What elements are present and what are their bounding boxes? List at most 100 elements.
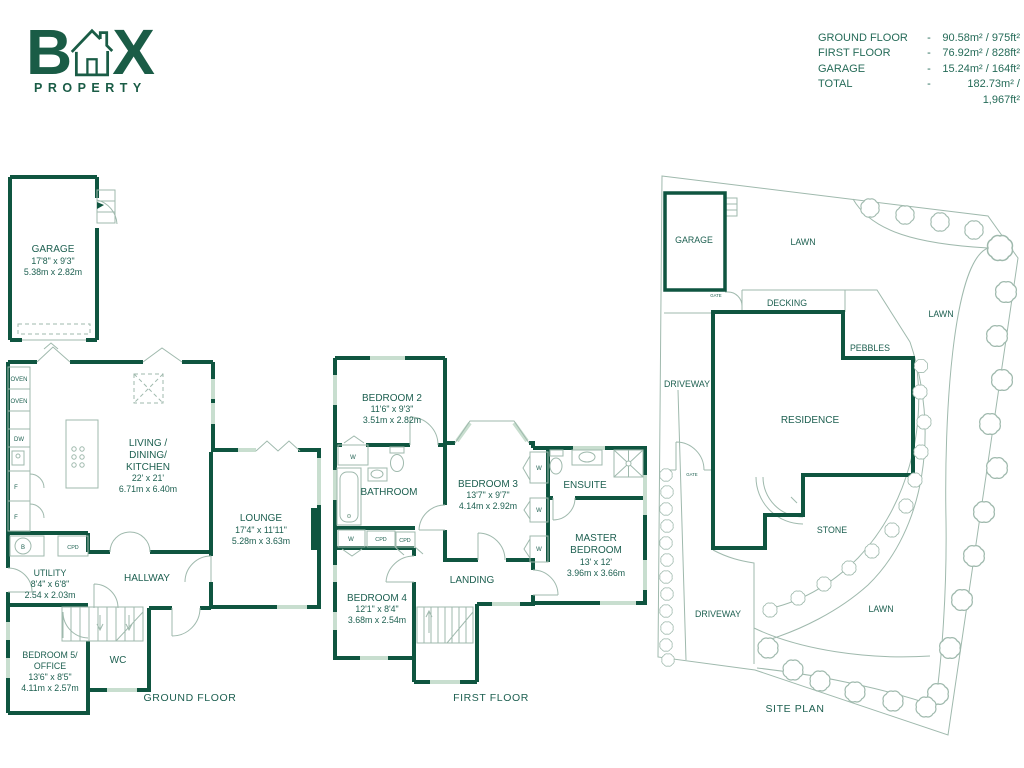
gf-doors xyxy=(7,531,212,639)
site-label-residence: RESIDENCE xyxy=(781,415,840,426)
room-label: BEDROOM xyxy=(570,545,622,556)
ff-wardrobes: W W W xyxy=(522,451,549,563)
site-caption: SITE PLAN xyxy=(765,703,824,715)
ensuite-fixtures xyxy=(549,449,644,478)
ff-cupboard-row: W CPD CPD xyxy=(337,529,424,557)
room-dims-m: 4.14m x 2.92m xyxy=(459,501,517,511)
wardrobe-label: W xyxy=(350,455,356,461)
room-dims-ft: 17'8" x 9'3" xyxy=(31,256,74,266)
site-label-lawn: LAWN xyxy=(928,309,953,319)
kitchen-island xyxy=(65,419,99,489)
sink-icon xyxy=(578,451,596,463)
room-label: BEDROOM 4 xyxy=(347,593,407,604)
room-label: GARAGE xyxy=(32,244,75,255)
area-row: GROUND FLOOR - 90.58m² / 975ft² xyxy=(818,31,1020,46)
site-residence-outline xyxy=(711,310,915,550)
area-row-label: TOTAL xyxy=(818,78,853,91)
logo-letter-x: X xyxy=(112,16,155,88)
floor-caption: GROUND FLOOR xyxy=(144,692,237,704)
appliance-label-dw: DW xyxy=(14,437,24,443)
room-label: WC xyxy=(110,655,127,666)
room-label: LANDING xyxy=(450,575,495,586)
room-dims-ft: 12'1" x 8'4" xyxy=(355,604,398,614)
gf-stairs xyxy=(61,606,144,642)
appliance-label-oven: OVEN xyxy=(10,377,27,383)
ff-stairs xyxy=(416,606,474,644)
site-label-lawn: LAWN xyxy=(790,237,815,247)
site-boundary xyxy=(657,175,1019,736)
appliance-label-oven: OVEN xyxy=(10,399,27,405)
area-row-sep: - xyxy=(927,62,931,75)
site-label-driveway: DRIVEWAY xyxy=(695,609,741,619)
area-row-value: 15.24m² / 164ft² xyxy=(942,62,1020,75)
site-garage-outline xyxy=(663,191,727,292)
site-plan: GARAGE LAWN LAWN LAWN DECKING PEBBLES RE… xyxy=(657,175,1019,736)
room-label: BEDROOM 3 xyxy=(458,479,518,490)
room-dims-m: 3.96m x 3.66m xyxy=(567,568,625,578)
area-row-label: FIRST FLOOR xyxy=(818,47,891,60)
site-label-decking: DECKING xyxy=(767,298,807,308)
room-label: BEDROOM 5/ xyxy=(22,650,78,660)
room-dims-ft: 8'4" x 6'8" xyxy=(31,579,69,589)
room-dims-m: 3.68m x 2.54m xyxy=(348,615,406,625)
site-label-garage: GARAGE xyxy=(675,235,713,245)
area-row-value: 76.92m² / 828ft² xyxy=(942,47,1020,60)
site-label-pebbles: PEBBLES xyxy=(850,343,890,353)
area-row-sep: - xyxy=(927,78,931,91)
site-label-gate: GATE xyxy=(686,472,698,477)
appliance-label-fridge: F xyxy=(14,485,18,491)
area-row: FIRST FLOOR - 76.92m² / 828ft² xyxy=(818,46,1020,61)
wardrobe-label: W xyxy=(536,466,542,472)
room-label: ENSUITE xyxy=(563,480,607,491)
toilet-icon xyxy=(549,457,563,475)
skylight-icon xyxy=(133,373,164,404)
room-label: LIVING / xyxy=(129,438,168,449)
wardrobe-label: W xyxy=(536,508,542,514)
room-dims-m: 3.51m x 2.82m xyxy=(363,415,421,425)
hob-icon xyxy=(71,446,85,468)
room-dims-m: 4.11m x 2.57m xyxy=(21,683,79,693)
first-floor-plan: W W W W xyxy=(333,356,647,704)
boiler-label: B xyxy=(21,545,25,551)
room-dims-m: 5.38m x 2.82m xyxy=(24,267,82,277)
room-dims-ft: 13'6" x 8'5" xyxy=(28,672,71,682)
room-dims-ft: 13' x 12' xyxy=(580,557,613,567)
logo-subtitle: PROPERTY xyxy=(34,81,147,95)
room-label: HALLWAY xyxy=(124,573,170,584)
area-summary-table: GROUND FLOOR - 90.58m² / 975ft² FIRST FL… xyxy=(818,31,1020,108)
logo-letter-b: B xyxy=(26,16,73,88)
brand-logo-row: B X xyxy=(26,16,155,88)
room-label: BEDROOM 2 xyxy=(362,393,422,404)
cupboard-label: CPD xyxy=(399,538,410,544)
wardrobe-label: W xyxy=(348,537,354,543)
room-dims-m: 6.71m x 6.40m xyxy=(119,484,177,494)
room-label: DINING/ xyxy=(129,450,167,461)
room-label: KITCHEN xyxy=(126,462,170,473)
area-row: GARAGE - 15.24m² / 164ft² xyxy=(818,62,1020,77)
room-dims-ft: 22' x 21' xyxy=(132,473,165,483)
site-label-driveway: DRIVEWAY xyxy=(664,379,710,389)
area-row-sep: - xyxy=(927,32,931,44)
area-row-value: 182.73m² / 1,967ft² xyxy=(967,78,1020,106)
sink-icon xyxy=(370,469,384,479)
room-label: BATHROOM xyxy=(360,487,417,498)
room-label: UTILITY xyxy=(34,568,67,578)
area-row-label: GARAGE xyxy=(818,62,866,75)
gf-garage: GARAGE 17'8" x 9'3" 5.38m x 2.82m xyxy=(8,175,118,350)
bathtub-icon xyxy=(336,467,362,526)
area-row: TOTAL - 182.73m² / 1,967ft² xyxy=(818,77,1020,108)
appliance-label-fridge: F xyxy=(14,515,18,521)
kitchen-appliance-run: OVEN OVEN DW F F xyxy=(7,366,45,532)
room-dims-ft: 17'4" x 11'11" xyxy=(235,525,287,535)
area-row-label: GROUND FLOOR xyxy=(818,32,908,44)
room-label: LOUNGE xyxy=(240,513,283,524)
ground-floor-plan: OVEN OVEN DW F F B CPD xyxy=(6,346,321,715)
room-dims-m: 2.54 x 2.03m xyxy=(25,590,76,600)
room-label: MASTER xyxy=(575,533,617,544)
toilet-icon xyxy=(390,454,404,472)
wardrobe-label: W xyxy=(536,547,542,553)
cupboard-label: CPD xyxy=(375,537,386,543)
bathroom-fixtures xyxy=(336,446,405,526)
